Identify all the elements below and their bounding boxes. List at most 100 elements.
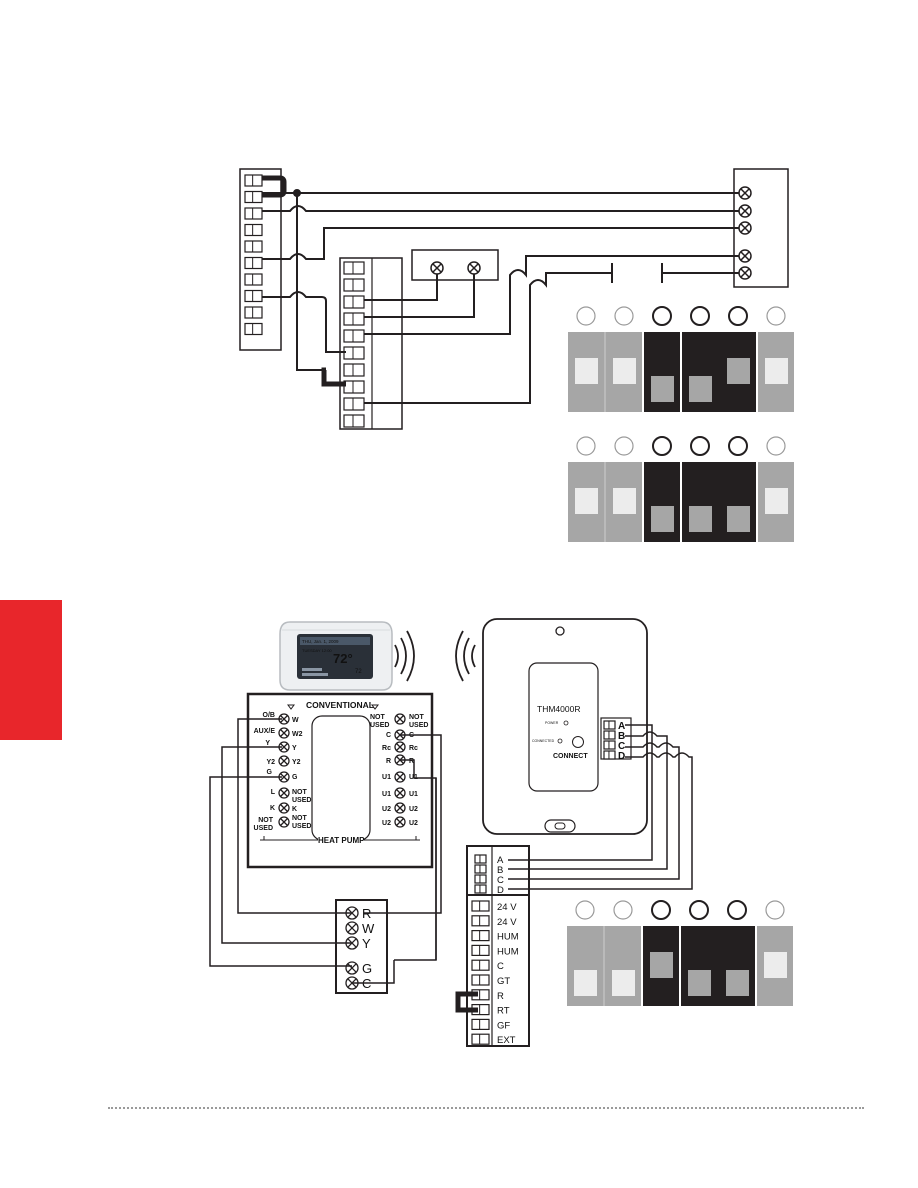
block-terminal bbox=[343, 414, 365, 428]
eim-terminal bbox=[471, 1018, 490, 1031]
screen-date: THU, Jan. 1, 2009 bbox=[302, 639, 339, 644]
thermostat-subbase: CONVENTIONAL HEAT PUMP O/BAUX/EYY2GLKNOT… bbox=[246, 692, 434, 869]
subbase-right-inner-label: U1 bbox=[382, 791, 391, 798]
eim-bus-label: D bbox=[497, 885, 504, 896]
subbase-right-inner-label: U1 bbox=[382, 774, 391, 781]
dip-panel-2 bbox=[568, 436, 794, 542]
equipment-terminal-label: G bbox=[362, 961, 372, 976]
receiver-bus-terminal bbox=[603, 740, 616, 750]
wireless-thermostat: THU, Jan. 1, 2009 TUESDAY 12:00 72° 72 bbox=[279, 621, 393, 691]
subbase-right-outer-label: Rc bbox=[409, 745, 418, 752]
strip-terminal bbox=[244, 256, 263, 270]
subbase-right-inner-label: R bbox=[386, 758, 391, 765]
subbase-left-screw bbox=[278, 755, 290, 767]
subbase-left-screw bbox=[278, 787, 290, 799]
subbase-right-screw bbox=[394, 787, 406, 799]
eim-bus-terminal bbox=[474, 864, 487, 874]
eim-terminal-label: RT bbox=[497, 1006, 510, 1017]
receiver-bus-label: D bbox=[618, 751, 625, 762]
subbase-left-inner-label: USED bbox=[292, 797, 311, 804]
subbase-terminals: O/BAUX/EYY2GLKNOTUSEDWW2YY2GNOTUSEDKNOTU… bbox=[254, 712, 429, 832]
eim-bus-label: A bbox=[497, 855, 504, 866]
eim-bus-label: C bbox=[497, 875, 504, 886]
receiver-model: THM4000R bbox=[537, 704, 580, 714]
thermostat-screen bbox=[297, 634, 373, 679]
subbase-right-screw bbox=[394, 741, 406, 753]
eim-terminal-label: 24 V bbox=[497, 902, 517, 913]
wireless-signal-icon bbox=[394, 630, 476, 682]
subbase-left-outer-label: O/B bbox=[263, 712, 275, 719]
strip-terminal bbox=[244, 273, 263, 286]
eim-terminal bbox=[471, 944, 490, 957]
subbase-right-inner-label: Rc bbox=[382, 745, 391, 752]
strip-terminal bbox=[244, 322, 263, 336]
block-terminal bbox=[343, 278, 365, 292]
subbase-not-used-label: NOT bbox=[370, 714, 386, 721]
subbase-left-inner-label: NOT bbox=[292, 789, 308, 796]
subbase-left-inner-label: NOT bbox=[292, 815, 308, 822]
subbase-right-inner-label: U2 bbox=[382, 820, 391, 827]
eim-terminal bbox=[471, 959, 490, 971]
subbase-right-outer-label: USED bbox=[409, 722, 428, 729]
strip-terminal bbox=[244, 190, 263, 204]
equipment-screws bbox=[738, 186, 752, 280]
subbase-left-inner-label: K bbox=[292, 806, 297, 813]
subbase-left-screw bbox=[278, 727, 290, 739]
bottom-wires bbox=[209, 718, 693, 1013]
subbase-left-outer-label: Y bbox=[265, 740, 270, 747]
connected-led-icon bbox=[557, 738, 563, 744]
screen-small-temp: 72 bbox=[355, 669, 362, 675]
power-led-label: POWER bbox=[545, 721, 559, 725]
block-terminal bbox=[343, 346, 365, 360]
subbase-right-inner-label: U2 bbox=[382, 806, 391, 813]
accessory-screw-box bbox=[411, 249, 499, 281]
subbase-right-outer-label: U2 bbox=[409, 820, 418, 827]
subbase-left-screw bbox=[278, 802, 290, 814]
subbase-right-outer-label: NOT bbox=[409, 714, 425, 721]
subbase-left-outer-label: K bbox=[270, 805, 275, 812]
accessory-screws bbox=[430, 261, 481, 275]
eim-terminal bbox=[471, 900, 490, 912]
subbase-left-screw bbox=[278, 713, 290, 725]
footer-dotted-rule bbox=[108, 1107, 864, 1109]
eim-terminal-label: GT bbox=[497, 976, 510, 987]
subbase-right-inner-label: C bbox=[386, 732, 391, 739]
subbase-right-outer-label: U2 bbox=[409, 806, 418, 813]
subbase-left-inner-label: USED bbox=[292, 823, 311, 830]
eim-terminal bbox=[471, 929, 490, 942]
subbase-footer: HEAT PUMP bbox=[318, 836, 365, 845]
strip-terminal bbox=[244, 207, 263, 220]
subbase-left-screw bbox=[278, 816, 290, 828]
strip-terminal bbox=[244, 289, 263, 303]
eim-terminal-label: 24 V bbox=[497, 917, 517, 928]
screen-header: TUESDAY 12:00 bbox=[302, 648, 332, 653]
middle-terminal-block bbox=[339, 257, 403, 430]
eim-terminal bbox=[471, 915, 490, 927]
section-tab bbox=[0, 600, 62, 740]
eim-bus-terminal bbox=[474, 874, 487, 884]
connect-button[interactable] bbox=[572, 736, 584, 748]
subbase-left-outer-label: L bbox=[271, 789, 276, 796]
connected-led-label: CONNECTED bbox=[532, 739, 555, 743]
block-terminal bbox=[343, 329, 365, 343]
receiver-bus-label: A bbox=[618, 721, 625, 732]
receiver-bus-terminal bbox=[603, 720, 616, 730]
block-terminal bbox=[343, 312, 365, 326]
power-led-icon bbox=[563, 720, 569, 726]
middle-block-terminals bbox=[343, 261, 365, 428]
subbase-left-outer-label: G bbox=[267, 769, 273, 776]
subbase-not-used-label: USED bbox=[370, 722, 389, 729]
receiver-bus-label: C bbox=[618, 741, 625, 752]
dip-panel-3 bbox=[567, 900, 793, 1006]
dip-panel-1 bbox=[568, 306, 794, 412]
strip-terminal bbox=[244, 223, 263, 237]
subbase-right-outer-label: R bbox=[409, 758, 414, 765]
subbase-right-screw bbox=[394, 713, 406, 725]
subbase-right-screw bbox=[394, 771, 406, 783]
eim-terminal-label: C bbox=[497, 961, 504, 972]
subbase-left-outer-label: USED bbox=[254, 825, 273, 832]
subbase-left-outer-label: NOT bbox=[258, 817, 274, 824]
